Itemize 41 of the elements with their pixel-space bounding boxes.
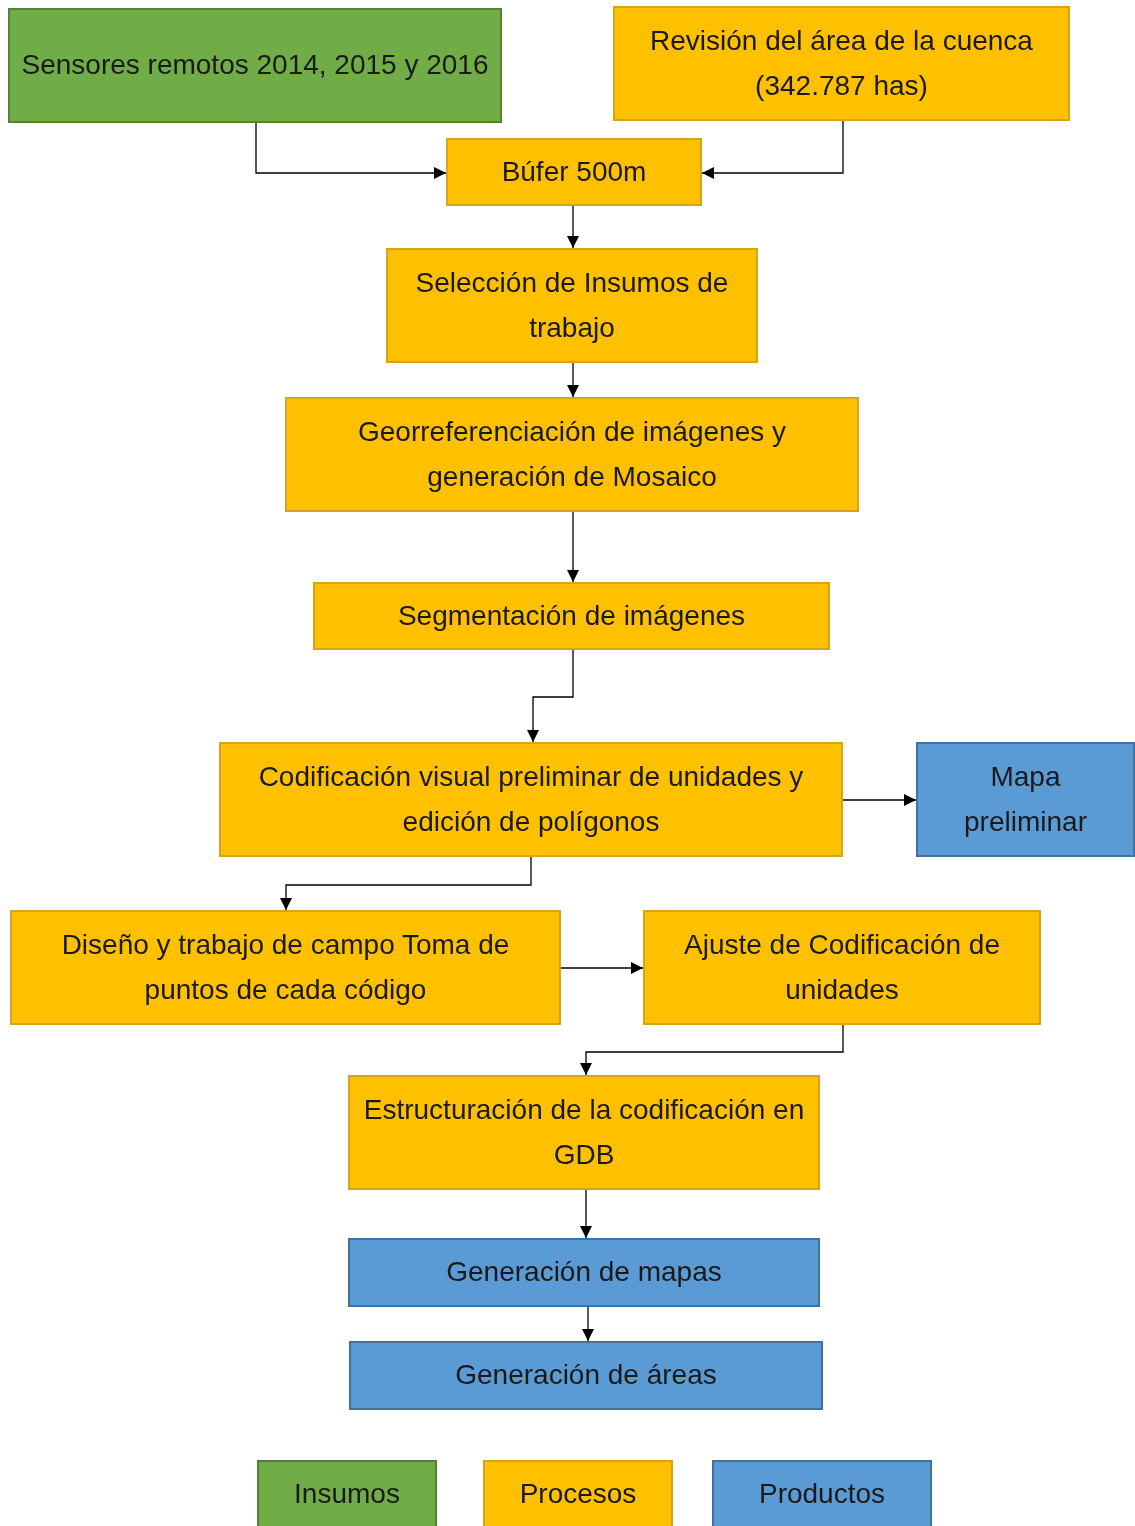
process-box [613,6,1070,121]
arrow [580,1024,844,1076]
box-label: Selección de Insumos de trabajo [414,265,730,345]
process-box [916,742,1135,857]
process-box [10,910,561,1025]
box-label: Búfer 500m [501,154,647,189]
box-label: Ajuste de Codificación de unidades [683,927,1001,1007]
box-label: Georreferenciación de imágenes y generación de Mosaico [357,414,787,494]
process-box [643,910,1041,1025]
arrow [255,122,447,179]
box-label: Segmentación de imágenes [397,598,746,633]
process-box [313,582,830,650]
process-box [349,1341,823,1410]
process-box [8,8,502,123]
box-label: Generación de mapas [446,1255,722,1290]
process-box [219,742,843,857]
arrow [567,362,579,398]
arrow [580,1189,592,1239]
legend-swatch: Insumos [257,1460,437,1526]
box-label: Diseño y trabajo de campo Toma de puntos de cada código [60,927,511,1007]
arrow [582,1306,594,1342]
box-label: Estructuración de la codificación en GDB [362,1092,806,1172]
arrow [560,962,644,974]
box-label: Sensores remotos 2014, 2015 y 2016 [21,48,489,83]
box-label: Mapa preliminar [963,759,1088,839]
legend-swatch: Productos [712,1460,932,1526]
arrow [567,205,579,249]
process-box [348,1075,820,1190]
arrow [842,794,917,806]
box-label: Generación de áreas [455,1358,717,1393]
legend-swatch: Procesos [483,1460,673,1526]
process-box [348,1238,820,1307]
process-box [285,397,859,512]
process-box [386,248,758,363]
process-box [446,138,702,206]
arrow [701,120,844,179]
arrow [280,856,532,911]
box-label: Revisión del área de la cuenca (342.787 has) [649,23,1034,103]
arrow [567,511,579,583]
box-label: Codificación visual preliminar de unidades y edición de polígonos [257,759,805,839]
arrow [527,649,574,743]
